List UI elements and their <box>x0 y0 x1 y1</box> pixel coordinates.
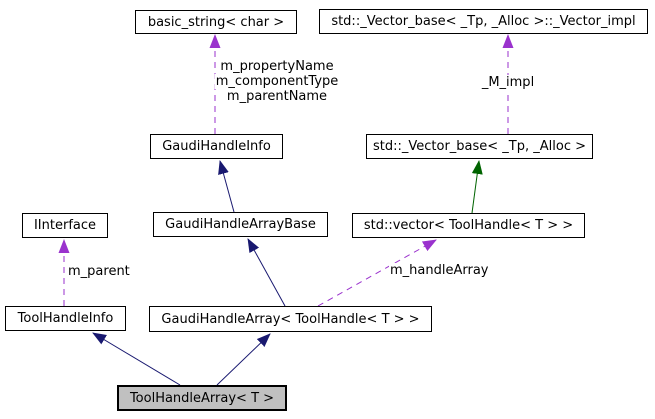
edge-gaudihandlearraybase-to-gaudihandleinfo <box>218 160 235 213</box>
edge-label-text: _M_impl <box>480 75 536 90</box>
node-tool-handle-info[interactable]: ToolHandleInfo <box>5 306 126 331</box>
node-tool-handle-array-label: ToolHandleArray< T > <box>129 390 275 406</box>
node-gaudi-handle-array[interactable]: GaudiHandleArray< ToolHandle< T > > <box>149 306 432 332</box>
edge-gaudihandlearray-to-gaudihandlearraybase <box>247 238 286 307</box>
node-vector-impl-label: std::_Vector_base< _Tp, _Alloc >::_Vecto… <box>331 14 636 29</box>
node-gaudi-handle-info[interactable]: GaudiHandleInfo <box>150 134 283 159</box>
node-gaudi-handle-array-label: GaudiHandleArray< ToolHandle< T > > <box>161 311 420 327</box>
edge-label-toolhandleinfo-to-iinterface: m_parent <box>67 264 131 279</box>
edge-label-text: m_handleArray <box>389 263 490 278</box>
edge-gaudihandlearray-to-stdvector <box>317 239 437 307</box>
node-gaudi-handle-array-base[interactable]: GaudiHandleArrayBase <box>153 212 328 237</box>
node-iinterface-label: IInterface <box>33 218 97 233</box>
edge-label-text: m_parent <box>67 264 131 279</box>
node-tool-handle-array[interactable]: ToolHandleArray< T > <box>117 385 287 411</box>
edge-label-line: m_componentType <box>214 74 340 89</box>
edge-label-vectorbase-to-vectorimpl: _M_impl <box>480 75 536 90</box>
node-iinterface[interactable]: IInterface <box>22 213 108 238</box>
node-vector-base[interactable]: std::_Vector_base< _Tp, _Alloc > <box>366 134 593 159</box>
edge-toolhandlearray-to-toolhandleinfo <box>92 332 181 386</box>
edge-label-line: m_parentName <box>225 89 329 104</box>
node-basic-string[interactable]: basic_string< char > <box>135 10 297 34</box>
node-std-vector-label: std::vector< ToolHandle< T > > <box>363 218 574 233</box>
node-gaudi-handle-array-base-label: GaudiHandleArrayBase <box>165 217 316 232</box>
node-basic-string-label: basic_string< char > <box>147 14 285 30</box>
node-std-vector[interactable]: std::vector< ToolHandle< T > > <box>352 213 585 238</box>
node-vector-impl[interactable]: std::_Vector_base< _Tp, _Alloc >::_Vecto… <box>319 9 648 34</box>
edge-label-gaudihandlearray-to-stdvector: m_handleArray <box>389 263 490 278</box>
node-gaudi-handle-info-label: GaudiHandleInfo <box>162 139 271 154</box>
edge-toolhandlearray-to-gaudihandlearray <box>216 333 271 386</box>
edge-label-line: m_propertyName <box>219 59 335 74</box>
edge-stdvector-to-vectorbase <box>471 160 483 214</box>
node-tool-handle-info-label: ToolHandleInfo <box>17 311 114 326</box>
node-vector-base-label: std::_Vector_base< _Tp, _Alloc > <box>372 139 587 154</box>
